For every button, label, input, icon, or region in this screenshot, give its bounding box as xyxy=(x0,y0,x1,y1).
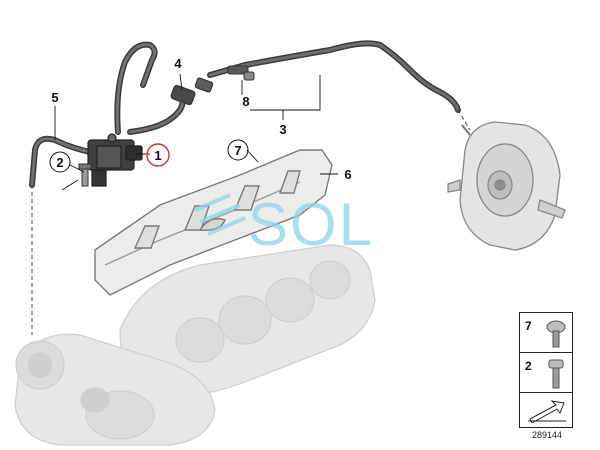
callout-7[interactable]: 7 xyxy=(227,139,249,161)
screw-hex-head-icon xyxy=(548,359,564,389)
fastener-legend: 7 2 xyxy=(519,312,573,428)
callout-7-ring xyxy=(227,139,249,161)
callout-3[interactable]: 3 xyxy=(279,122,286,137)
direction-arrow-icon xyxy=(528,400,566,423)
callout-1-highlight-ring xyxy=(146,143,170,167)
callout-4-label: 4 xyxy=(174,56,182,71)
callout-3-label: 3 xyxy=(279,122,286,137)
callout-4[interactable]: 4 xyxy=(174,56,182,71)
callout-2[interactable]: 2 xyxy=(49,151,71,173)
callout-2-ring xyxy=(49,151,71,173)
callout-5-label: 5 xyxy=(51,90,58,105)
legend-item-label: 7 xyxy=(525,319,532,333)
engine-block-background xyxy=(14,244,376,446)
screw-round-head-icon xyxy=(546,320,566,348)
callout-1[interactable]: 1 xyxy=(146,143,170,167)
hose-connector-part xyxy=(170,77,214,106)
callout-8[interactable]: 8 xyxy=(242,94,249,109)
watermark-text: SOL xyxy=(248,191,374,258)
vacuum-pump-part xyxy=(447,121,566,251)
callout-7-label: 7 xyxy=(234,143,241,158)
callout-6[interactable]: 6 xyxy=(344,167,351,182)
screw-part xyxy=(78,163,92,187)
diagram-id: 289144 xyxy=(532,430,563,440)
callout-8-label: 8 xyxy=(242,94,249,109)
pressure-converter-solenoid-part xyxy=(87,133,143,187)
callout-6-label: 6 xyxy=(344,167,351,182)
watermark-logo-icon xyxy=(194,193,246,236)
legend-item-screw-round[interactable]: 7 xyxy=(520,313,572,353)
legend-footer xyxy=(520,393,572,427)
callout-2-label: 2 xyxy=(56,155,63,170)
legend-item-screw-hex[interactable]: 2 xyxy=(520,353,572,393)
watermark: SOL xyxy=(194,191,374,258)
legend-item-label: 2 xyxy=(525,359,532,373)
callout-1-label: 1 xyxy=(154,148,161,163)
heat-shield-part xyxy=(94,149,333,296)
hose-clip-part xyxy=(227,65,255,81)
callout-5[interactable]: 5 xyxy=(51,90,58,105)
vacuum-hose-main xyxy=(207,40,471,131)
vacuum-hose-upper-loop xyxy=(114,41,186,135)
